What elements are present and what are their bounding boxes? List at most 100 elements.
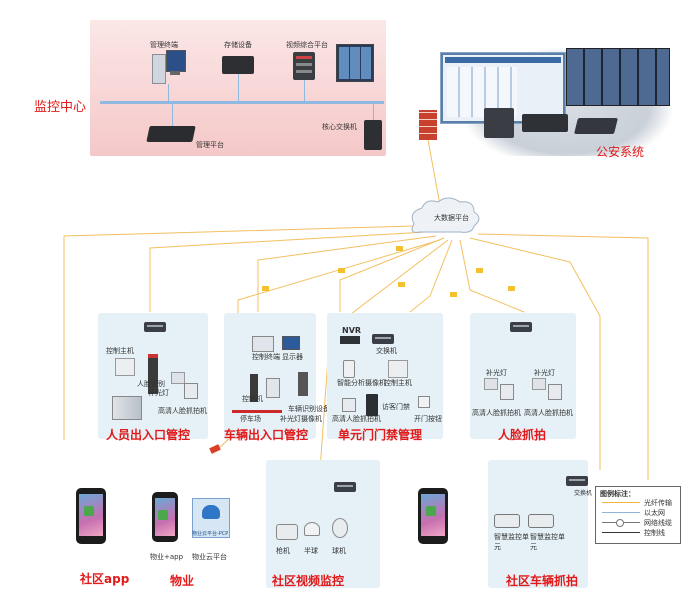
- label-hd-face-camera: 高清人脸抓拍机: [158, 407, 207, 415]
- panel-unit-door-title: 单元门门禁管理: [338, 428, 423, 442]
- drop-line: [373, 104, 374, 120]
- police-switch: [522, 114, 568, 132]
- bullet-camera-icon: [276, 524, 298, 540]
- label-mgmt-terminal: 管理终端: [150, 41, 178, 49]
- face-camera-icon: [548, 384, 562, 400]
- label-storage: 存储设备: [224, 41, 252, 49]
- label-nvr: NVR: [342, 326, 362, 335]
- label-mgmt-platform: 管理平台: [196, 141, 224, 149]
- gate-controller-icon: [250, 374, 258, 402]
- barrier-arm-icon: [232, 410, 282, 413]
- nvr-icon: [340, 336, 360, 344]
- drop-line: [304, 80, 305, 102]
- converter-icon: [508, 286, 515, 291]
- vehicle-camera-icon: [494, 514, 520, 528]
- legend-item-control: 控制线: [644, 529, 665, 537]
- core-switch-device: [364, 120, 382, 150]
- storage-device: [222, 56, 254, 74]
- label-face-recognition: 人脸识别: [137, 380, 165, 388]
- panel-vehicle-capture-title: 社区车辆抓拍: [506, 574, 579, 588]
- label-smart-unit-2: 智慧监控单元: [530, 533, 565, 551]
- cloud-label: 大数据平台: [434, 214, 469, 222]
- police-title: 公安系统: [596, 145, 645, 159]
- control-host-icon: [115, 358, 135, 376]
- legend-title: 图例标注：: [600, 490, 635, 498]
- label-exit-button: 开门按钮: [414, 415, 442, 423]
- fill-light-icon: [532, 378, 546, 390]
- legend-item-network: 网络线缆: [644, 519, 672, 527]
- label-fill-light: 补光灯: [148, 389, 169, 397]
- turnstile-icon: [112, 396, 142, 420]
- legend-fiber-line: [602, 502, 640, 503]
- community-app-title: 社区app: [80, 572, 130, 586]
- label-bullet: 枪机: [276, 547, 290, 555]
- door-control-host-icon: [388, 360, 408, 378]
- switch-icon: [566, 476, 588, 486]
- label-dome: 半球: [304, 547, 318, 555]
- drop-line: [168, 84, 169, 102]
- converter-icon: [338, 268, 345, 273]
- label-display: 显示器: [282, 353, 303, 361]
- property-cloud-label: 物业云平台: [192, 553, 227, 561]
- legend-node-icon: [616, 519, 624, 527]
- dome-camera-icon: [304, 522, 320, 536]
- face-camera-icon: [500, 384, 514, 400]
- label-control-host: 控制主机: [106, 347, 134, 355]
- switch-icon: [510, 322, 532, 332]
- switch-icon: [144, 322, 166, 332]
- ptz-camera-icon: [332, 518, 348, 538]
- police-video-wall: [566, 48, 670, 106]
- video-platform-device: [293, 52, 315, 80]
- vehicle-camera-pole-icon: [298, 372, 308, 396]
- label-vc-switch: 交换机: [574, 490, 593, 497]
- label-door-control-host: 控制主机: [384, 379, 412, 387]
- panel-face-title: 人脸抓拍: [498, 428, 547, 442]
- drop-line: [238, 74, 239, 102]
- converter-icon: [450, 292, 457, 297]
- control-terminal-icon: [252, 336, 274, 352]
- property-title: 物业: [170, 574, 195, 588]
- label-door-face-camera: 高清人脸抓拍机: [332, 415, 381, 423]
- property-cloud-icon: [192, 498, 230, 538]
- community-app-phone: [76, 488, 106, 544]
- door-face-camera-icon: [342, 398, 356, 412]
- drop-line: [172, 104, 173, 126]
- converter-icon: [262, 286, 269, 291]
- label-face-fill-1: 补光灯: [486, 369, 507, 377]
- label-visitor-door: 访客门禁: [382, 403, 410, 411]
- face-terminal-icon: [148, 354, 158, 394]
- firewall-icon: [419, 110, 437, 140]
- gate-box-icon: [266, 378, 280, 398]
- label-smart-unit-1: 智慧监控单元: [494, 533, 529, 551]
- legend-ethernet-line: [602, 512, 640, 513]
- analysis-camera-icon: [343, 360, 355, 378]
- panel-video-title: 社区视频监控: [272, 574, 345, 588]
- label-parking: 停车场: [240, 415, 261, 423]
- label-face-camera-1: 高清人脸抓拍机: [472, 409, 521, 417]
- face-camera-icon: [184, 383, 198, 399]
- panel-personnel-title: 人员出入口管控: [106, 428, 191, 442]
- fill-light-icon: [484, 378, 498, 390]
- label-face-fill-2: 补光灯: [534, 369, 555, 377]
- legend-item-fiber: 光纤传输: [644, 499, 672, 507]
- converter-icon: [398, 282, 405, 287]
- label-analysis-camera: 智能分析摄像机: [337, 379, 386, 387]
- label-vehicle-recognition: 车辆识别设备: [288, 405, 330, 413]
- monitor-center-title: 监控中心: [34, 100, 87, 115]
- property-cloud-icon-text: 物业云平台-PCP: [192, 531, 229, 537]
- switch-icon: [372, 334, 394, 344]
- label-controller: 控制机: [242, 395, 263, 403]
- video-wall: [336, 44, 374, 82]
- legend-item-ethernet: 以太网: [644, 509, 665, 517]
- resident-phone: [418, 488, 448, 544]
- panel-face: [470, 313, 576, 439]
- backbone-line: [100, 101, 384, 104]
- switch-icon: [334, 482, 356, 492]
- visitor-door-icon: [366, 394, 378, 416]
- label-face-camera-2: 高清人脸抓拍机: [524, 409, 573, 417]
- legend-control-line: [602, 532, 640, 533]
- legend: 图例标注： 光纤传输 以太网 网络线缆 控制线: [595, 486, 681, 544]
- label-switch: 交换机: [376, 347, 397, 355]
- vehicle-camera-icon: [528, 514, 554, 528]
- label-control-terminal: 控制终端: [252, 353, 280, 361]
